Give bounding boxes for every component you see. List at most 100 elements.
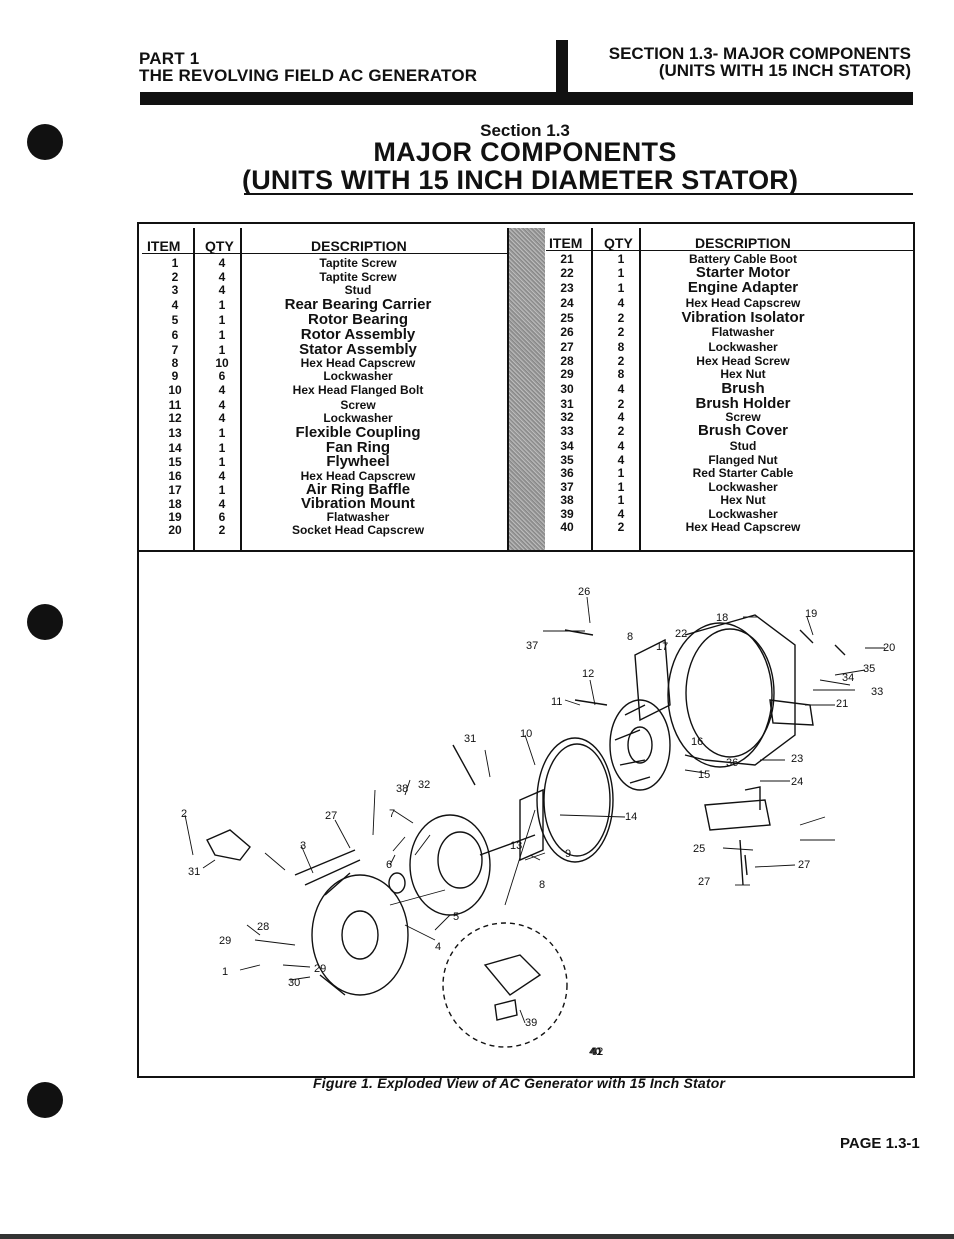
col-header-qty: QTY xyxy=(205,238,234,254)
table-divider xyxy=(193,228,195,551)
item-description: Stator Assembly xyxy=(299,341,417,358)
callout-label: 38 xyxy=(396,783,408,795)
col-header-description: DESCRIPTION xyxy=(311,238,407,254)
col-header-item: ITEM xyxy=(147,238,181,254)
item-number: 37 xyxy=(560,480,574,494)
item-qty: 1 xyxy=(218,455,226,469)
item-number: 9 xyxy=(171,369,179,383)
callout-label: 8 xyxy=(627,631,633,643)
item-description: Screw xyxy=(340,398,376,412)
table-bottom-rule xyxy=(137,550,915,552)
item-description: Flatwasher xyxy=(711,325,775,339)
callout-label: 3 xyxy=(300,840,306,852)
callout-label: 29 xyxy=(219,935,231,947)
callout-label: 32 xyxy=(418,779,430,791)
table-divider xyxy=(639,228,641,551)
item-qty: 2 xyxy=(617,520,625,534)
fan-ring-shape xyxy=(536,737,614,863)
item-number: 34 xyxy=(560,439,574,453)
item-qty: 1 xyxy=(617,281,625,295)
part-subtitle: THE REVOLVING FIELD AC GENERATOR xyxy=(139,66,478,85)
callout-label: 4 xyxy=(435,941,441,953)
item-qty: 1 xyxy=(218,328,226,342)
item-description: Hex Nut xyxy=(720,493,766,507)
figure-frame xyxy=(137,222,915,1078)
callout-label: 13 xyxy=(510,840,522,852)
figure-caption: Figure 1. Exploded View of AC Generator … xyxy=(313,1075,726,1091)
item-number: 26 xyxy=(560,325,574,339)
callout-label: 41 xyxy=(590,1046,602,1058)
callout-label: 1 xyxy=(222,966,228,978)
item-description: Hex Nut xyxy=(720,367,766,381)
item-description: Stud xyxy=(729,439,757,453)
callout-label: 40 xyxy=(589,1046,601,1058)
header-divider xyxy=(556,40,568,98)
item-number: 19 xyxy=(168,510,182,524)
item-description: Taptite Screw xyxy=(319,256,397,270)
item-description: Lockwasher xyxy=(323,369,393,383)
item-number: 2 xyxy=(171,270,179,284)
item-qty: 4 xyxy=(617,382,625,396)
item-number: 17 xyxy=(168,483,182,497)
item-qty: 1 xyxy=(218,313,226,327)
item-number: 21 xyxy=(560,252,574,266)
callout-label: 18 xyxy=(716,612,728,624)
item-qty: 4 xyxy=(218,383,226,397)
item-description: Rotor Assembly xyxy=(300,326,416,343)
col-header-qty: QTY xyxy=(604,235,633,251)
item-qty: 4 xyxy=(218,256,226,270)
page-header-left: PART 1 THE REVOLVING FIELD AC GENERATOR xyxy=(139,50,477,84)
callout-label: 9 xyxy=(565,848,571,860)
table-divider xyxy=(591,228,593,551)
item-number: 15 xyxy=(168,455,182,469)
callout-label: 27 xyxy=(325,810,337,822)
callout-label: 35 xyxy=(863,663,875,675)
part-label: PART 1 xyxy=(139,49,200,68)
item-number: 39 xyxy=(560,507,574,521)
flywheel-shape xyxy=(609,699,671,791)
item-number: 1 xyxy=(171,256,179,270)
item-description: Stud xyxy=(344,283,372,297)
item-number: 3 xyxy=(171,283,179,297)
callout-label: 27 xyxy=(698,876,710,888)
table-header-rule xyxy=(546,250,913,251)
item-description: Screw xyxy=(725,410,761,424)
item-qty: 1 xyxy=(218,298,226,312)
callout-label: 10 xyxy=(520,728,532,740)
binder-hole xyxy=(27,604,63,640)
callout-label: 39 xyxy=(525,1017,537,1029)
item-number: 32 xyxy=(560,410,574,424)
page-bottom-edge xyxy=(0,1234,954,1239)
item-number: 33 xyxy=(560,424,574,438)
table-divider xyxy=(507,228,509,551)
item-description: Flanged Nut xyxy=(708,453,778,467)
item-qty: 2 xyxy=(617,311,625,325)
item-number: 18 xyxy=(168,497,182,511)
item-qty: 4 xyxy=(617,439,625,453)
page-number: PAGE 1.3-1 xyxy=(840,1135,920,1152)
detail-circle xyxy=(442,922,568,1048)
page-title: MAJOR COMPONENTS xyxy=(373,137,677,167)
item-description: Air Ring Baffle xyxy=(305,481,411,498)
item-qty: 2 xyxy=(617,354,625,368)
item-qty: 2 xyxy=(617,325,625,339)
callout-label: 12 xyxy=(582,668,594,680)
page-header-right: SECTION 1.3- MAJOR COMPONENTS (UNITS WIT… xyxy=(578,45,911,79)
callout-label: 11 xyxy=(551,696,562,708)
item-number: 22 xyxy=(560,266,574,280)
item-description: Brush Holder xyxy=(695,395,791,412)
item-number: 27 xyxy=(560,340,574,354)
item-qty: 10 xyxy=(215,356,229,370)
item-number: 10 xyxy=(168,383,182,397)
engine-adapter-shape xyxy=(667,622,773,768)
item-number: 11 xyxy=(168,398,182,412)
starter-motor-shape xyxy=(769,699,814,726)
table-center-shading xyxy=(509,228,545,550)
title-underline xyxy=(244,193,913,195)
item-number: 30 xyxy=(560,382,574,396)
item-number: 7 xyxy=(171,343,179,357)
callout-label: 37 xyxy=(526,640,538,652)
item-qty: 1 xyxy=(218,343,226,357)
